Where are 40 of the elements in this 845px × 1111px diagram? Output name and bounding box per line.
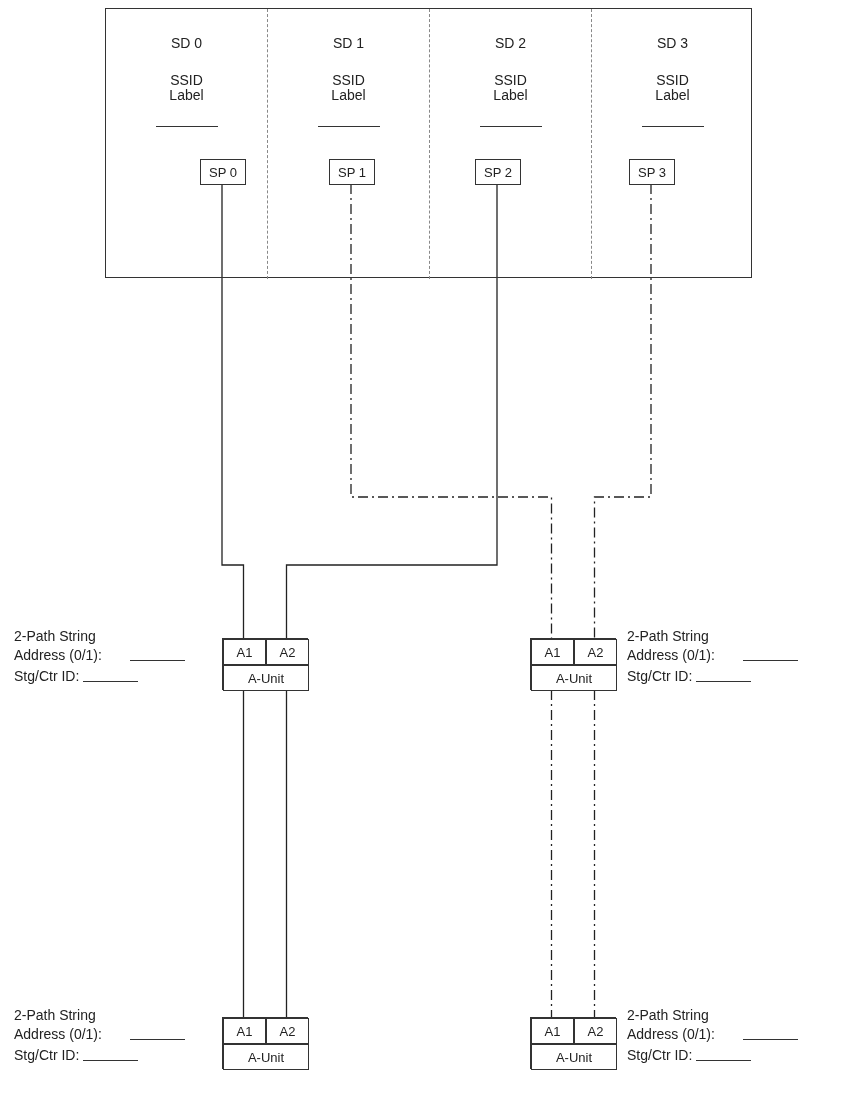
cable-line <box>593 689 596 1018</box>
port-box: A-Unit <box>531 665 617 691</box>
form-label: Stg/Ctr ID: <box>14 666 80 686</box>
form-label: 2-Path String Address (0/1): <box>627 627 716 665</box>
cable-line <box>593 183 652 639</box>
port-box: SP 2 <box>475 159 521 185</box>
port-box: A2 <box>266 639 309 665</box>
ssid-label: SSID Label <box>168 73 205 104</box>
storage-director-frame <box>105 8 752 278</box>
director-label: SD 0 <box>170 35 203 51</box>
port-box: A2 <box>574 1018 617 1044</box>
director-label: SD 2 <box>494 35 527 51</box>
port-box: A2 <box>266 1018 309 1044</box>
ssid-label: SSID Label <box>330 73 367 104</box>
port-box: A1 <box>531 639 574 665</box>
port-box: SP 0 <box>200 159 246 185</box>
form-label: 2-Path String Address (0/1): <box>14 1006 103 1044</box>
port-box: A-Unit <box>531 1044 617 1070</box>
ssid-label: SSID Label <box>654 73 691 104</box>
port-box: SP 3 <box>629 159 675 185</box>
cable-line <box>285 183 498 639</box>
port-box: SP 1 <box>329 159 375 185</box>
form-label: Stg/Ctr ID: <box>627 666 693 686</box>
form-label: 2-Path String Address (0/1): <box>627 1006 716 1044</box>
port-box: A-Unit <box>223 665 309 691</box>
form-label: Stg/Ctr ID: <box>627 1045 693 1065</box>
cable-line <box>221 183 245 639</box>
port-box: A1 <box>223 1018 266 1044</box>
form-label: Stg/Ctr ID: <box>14 1045 80 1065</box>
port-box: A-Unit <box>223 1044 309 1070</box>
cable-line <box>285 689 288 1018</box>
director-label: SD 3 <box>656 35 689 51</box>
form-label: 2-Path String Address (0/1): <box>14 627 103 665</box>
director-label: SD 1 <box>332 35 365 51</box>
port-box: A2 <box>574 639 617 665</box>
cable-line <box>242 689 245 1018</box>
cable-line <box>550 689 553 1018</box>
port-box: A1 <box>531 1018 574 1044</box>
ssid-label: SSID Label <box>492 73 529 104</box>
port-box: A1 <box>223 639 266 665</box>
